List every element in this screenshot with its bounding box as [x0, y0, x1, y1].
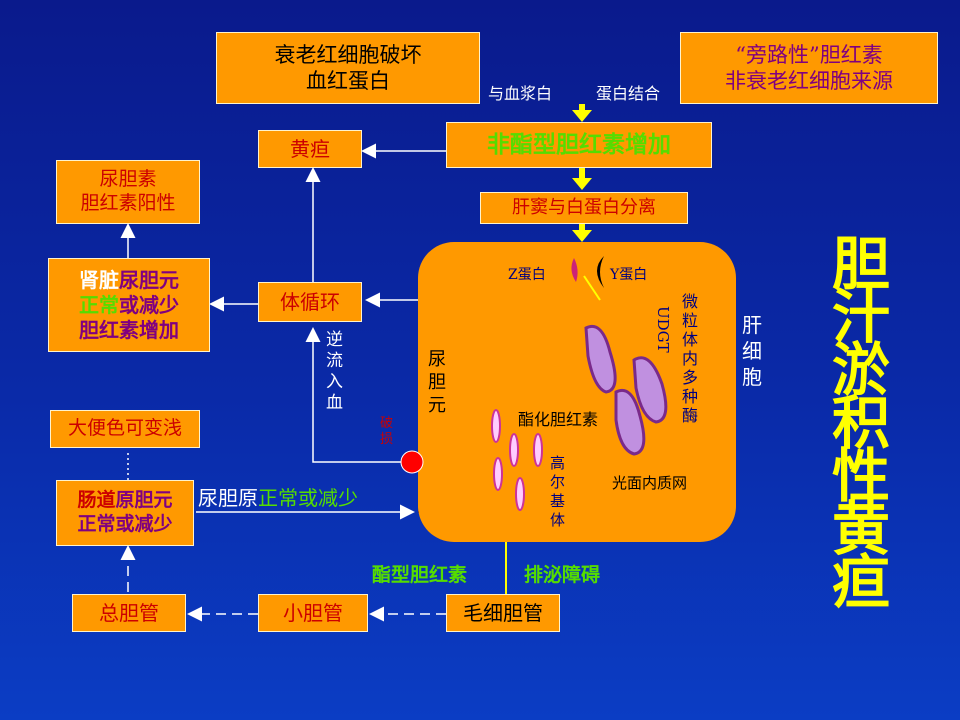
- microsome-shapes: [584, 325, 668, 456]
- conjugated-bilirubin-inner-label: 酯化胆红素: [518, 410, 599, 429]
- hepatocyte-label: 肝细胞: [742, 312, 766, 390]
- microsome-char-6: 种: [682, 387, 699, 406]
- bypass-line2: 非衰老红细胞来源: [725, 69, 893, 93]
- urine-line2: 胆红素阳性: [80, 192, 176, 214]
- microsome-char-1: 微: [682, 292, 699, 311]
- albumin-separation-box: 肝窦与白蛋白分离: [480, 192, 688, 224]
- jaundice-box: 黄疸: [258, 130, 362, 168]
- ser-label: 光面内质网: [612, 474, 688, 492]
- kidney-bilirubin: 胆红素增加: [79, 317, 179, 342]
- intestine-urobilinogen: 原胆元: [115, 489, 173, 512]
- uro-char-3: 元: [428, 395, 446, 416]
- title-char-2: 汁: [831, 283, 890, 351]
- damage-char-1: 破: [380, 416, 394, 431]
- capillary-bile-duct-box: 毛细胆管: [446, 594, 560, 632]
- golgi-char-1: 高: [550, 454, 566, 472]
- kidney-decrease: 或减少: [119, 292, 179, 317]
- rbc-destruction-box: 衰老红细胞破坏血红蛋白: [216, 32, 480, 104]
- unconjugated-bilirubin-box: 非酯型胆红素增加: [446, 122, 712, 168]
- uro-char-2: 胆: [428, 372, 446, 393]
- z-protein-label: Z蛋白: [508, 267, 546, 283]
- common-bile-duct-box: 总胆管: [72, 594, 186, 632]
- reflux-char-2: 流: [326, 351, 343, 371]
- microsome-label: 微粒体内多种酶: [682, 292, 702, 425]
- urobilinogen-vertical-label: 尿胆元: [428, 348, 448, 417]
- reflux-char-4: 血: [326, 393, 343, 413]
- urobilinogen-label: 尿胆原正常或减少: [198, 482, 358, 511]
- intestine-word: 肠道: [77, 489, 116, 512]
- title-char-7: 疸: [831, 548, 890, 616]
- stool-color-box: 大便色可变浅: [50, 410, 200, 448]
- kidney-urobilinogen: 尿胆元: [119, 267, 179, 292]
- uro-char-1: 尿: [428, 349, 446, 370]
- title-char-3: 淤: [831, 336, 890, 404]
- urobilinogen-normal: 正常或减少: [258, 486, 358, 510]
- microsome-char-2: 粒: [682, 311, 699, 330]
- yellow-flow-arrows: [572, 104, 592, 242]
- microsome-char-7: 酶: [682, 406, 699, 425]
- microsome-char-4: 内: [682, 349, 699, 368]
- bypass-bilirubin-box: “旁路性”胆红素非衰老红细胞来源: [680, 32, 938, 104]
- hepatocyte-char-1: 肝: [742, 313, 762, 337]
- title-char-5: 性: [831, 442, 890, 510]
- microsome-char-3: 体: [682, 330, 699, 349]
- bypass-line1: “旁路性”胆红素: [735, 42, 883, 67]
- hepatocyte-char-2: 细: [742, 339, 762, 363]
- conjugated-bilirubin-label: 酯型胆红素: [372, 564, 468, 586]
- damage-point: [400, 450, 424, 474]
- kidney-word: 肾脏: [79, 267, 119, 292]
- z-protein-shape: [571, 258, 578, 282]
- y-protein-shape: [583, 256, 604, 301]
- binding-label-left: 与血浆白: [488, 84, 553, 103]
- hepatocyte-char-3: 胞: [742, 365, 762, 389]
- binding-label-right: 蛋白结合: [596, 84, 661, 103]
- udpgt-label: UDGT: [654, 306, 672, 353]
- title-char-4: 积: [831, 389, 890, 457]
- damage-label: 破损: [380, 416, 396, 448]
- main-title: 胆 汁 淤 积 性 黄 疸: [826, 230, 896, 616]
- reflux-char-1: 逆: [326, 330, 343, 350]
- urobilinogen-word: 尿胆原: [198, 486, 258, 510]
- kidney-box: 肾脏尿胆元 正常或减少 胆红素增加: [48, 258, 210, 352]
- microsome-char-5: 多: [682, 368, 699, 387]
- golgi-char-2: 尔: [550, 473, 566, 491]
- golgi-label: 高尔基体: [550, 454, 568, 530]
- intestine-box: 肠道原胆元 正常或减少: [56, 480, 194, 546]
- kidney-normal: 正常: [79, 292, 119, 317]
- urine-line1: 尿胆素: [99, 168, 157, 191]
- rbc-line2: 血红蛋白: [306, 69, 390, 93]
- golgi-char-3: 基: [550, 492, 566, 510]
- systemic-circulation-box: 体循环: [258, 282, 362, 322]
- title-char-6: 黄: [831, 495, 890, 563]
- damage-char-2: 损: [380, 432, 394, 447]
- y-protein-label: Y蛋白: [610, 267, 648, 283]
- liver-cell: [418, 242, 736, 542]
- title-char-1: 胆: [831, 230, 890, 298]
- golgi-shapes: [491, 409, 543, 511]
- reflux-label: 逆流入血: [326, 330, 346, 414]
- small-bile-duct-box: 小胆管: [258, 594, 368, 632]
- rbc-line1: 衰老红细胞破坏: [274, 42, 422, 67]
- intestine-normal: 正常或减少: [77, 513, 173, 535]
- reflux-char-3: 入: [326, 372, 343, 392]
- golgi-char-4: 体: [550, 511, 566, 529]
- urine-bilirubin-box: 尿胆素胆红素阳性: [56, 160, 200, 224]
- excretion-obstruction-label: 排泌障碍: [524, 564, 601, 586]
